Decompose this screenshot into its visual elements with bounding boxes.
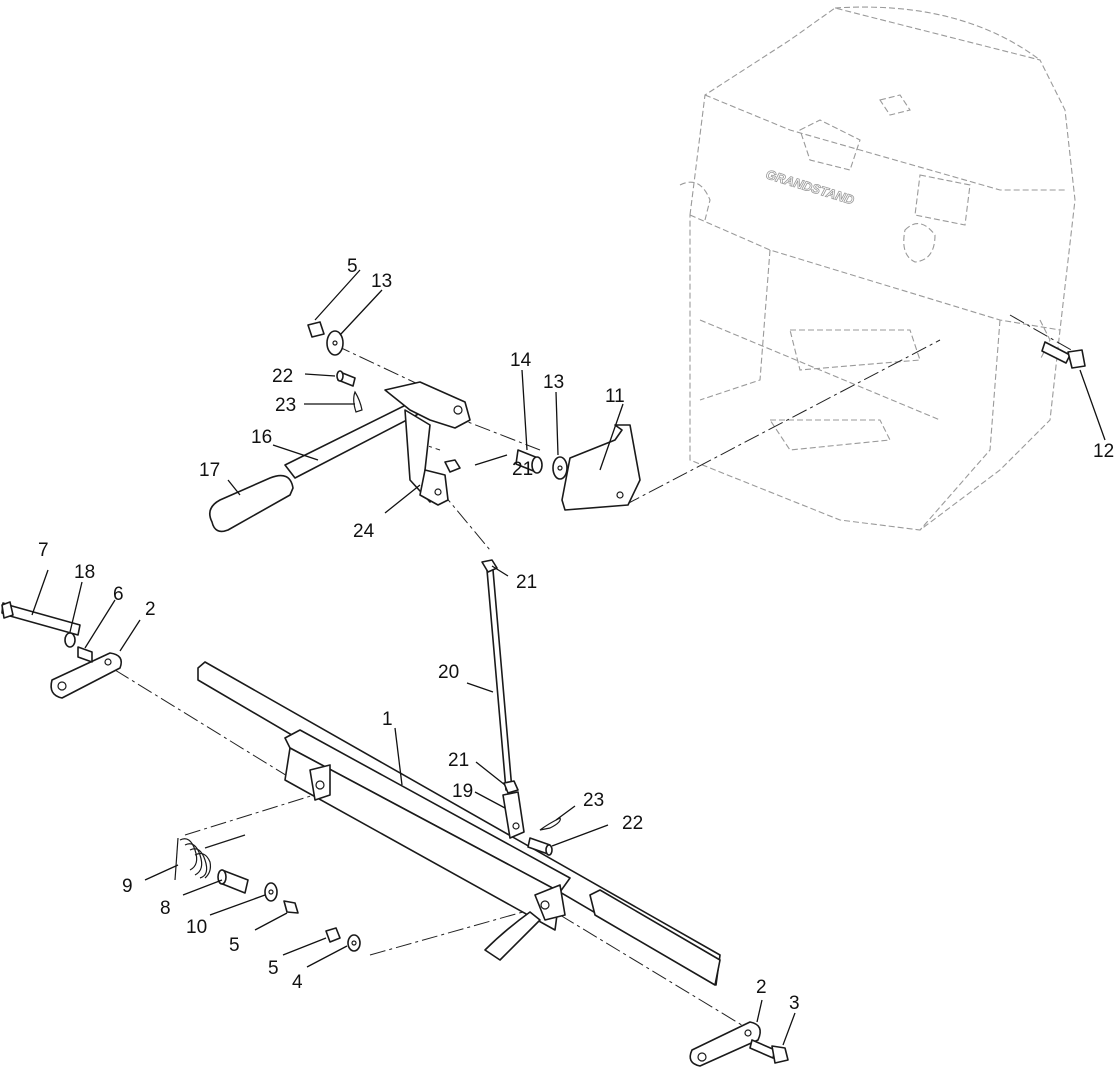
callout-11: 11 [605,386,625,407]
part-21-nut-lower-rod [503,780,519,794]
part-23-cotter-upper [353,390,363,413]
callout-21-rod-top: 21 [516,572,537,593]
callout-7: 7 [38,540,49,561]
callout-20: 20 [438,662,459,683]
callout-23-upper: 23 [275,395,296,416]
callout-2-right: 2 [756,977,767,998]
callout-21-upper: 21 [512,459,533,480]
callout-17: 17 [199,460,220,481]
callout-5-bottom: 5 [268,958,279,979]
callout-10: 10 [186,917,207,938]
part-16-lever [284,381,471,503]
part-5-nut-upper [307,321,325,338]
part-22-pin-upper [336,370,356,387]
leader-lines [31,269,1106,1046]
part-5-nut-lower-left [283,900,299,914]
callout-14: 14 [510,350,532,371]
callout-6: 6 [113,584,124,605]
part-14-bushing [515,449,543,474]
callout-19: 19 [452,781,473,802]
part-21-nut-upper-rod [481,559,498,573]
part-18-washer [64,632,76,648]
part-5-nut-bottom [325,927,341,943]
part-4-washer [347,934,361,952]
part-10-washer [264,882,278,902]
part-13-washer-upper [326,330,344,356]
callouts: 1 2 2 3 4 5 5 5 6 7 8 9 10 11 12 13 13 1… [38,256,1114,1014]
callout-22-upper: 22 [272,366,293,387]
callout-12: 12 [1093,441,1114,462]
callout-21-rod-bottom: 21 [448,750,469,771]
part-19-clevis [502,791,525,839]
part-20-rod [486,569,513,791]
callout-8: 8 [160,898,171,919]
callout-4: 4 [292,972,303,993]
part-9-spring [174,834,246,881]
part-13-washer-lower [552,456,568,480]
callout-23-lower: 23 [583,790,604,811]
part-8-bushing [217,869,249,894]
part-17-grip [209,474,294,533]
part-3-bolt [749,1039,789,1064]
callout-13-mid: 13 [543,372,564,393]
part-23-cotter-lower [539,817,561,831]
part-1-pedal-bar [197,661,721,986]
callout-9: 9 [122,876,133,897]
part-2-plate-right [689,1021,761,1067]
part-22-pin-lower [527,837,553,856]
assembly-centerlines [114,314,1081,1031]
part-2-plate-left [50,652,123,699]
callout-16: 16 [251,427,272,448]
part-12-bolt [1041,341,1086,369]
brand-label: GRANDSTAND [764,167,856,208]
callout-5-left: 5 [229,935,240,956]
part-7-bolt [1,601,81,636]
part-21-nut-upper [444,459,461,473]
callout-22-lower: 22 [622,813,643,834]
callout-24: 24 [353,521,375,542]
part-6-spacer [77,646,93,663]
callout-2-left: 2 [145,599,156,620]
mower-frame: GRANDSTAND [679,6,1076,531]
callout-5-top: 5 [347,256,358,277]
callout-18: 18 [74,562,95,583]
callout-13-top: 13 [371,271,392,292]
callout-3: 3 [789,993,800,1014]
part-24-bracket [419,469,449,506]
callout-1: 1 [382,709,393,730]
